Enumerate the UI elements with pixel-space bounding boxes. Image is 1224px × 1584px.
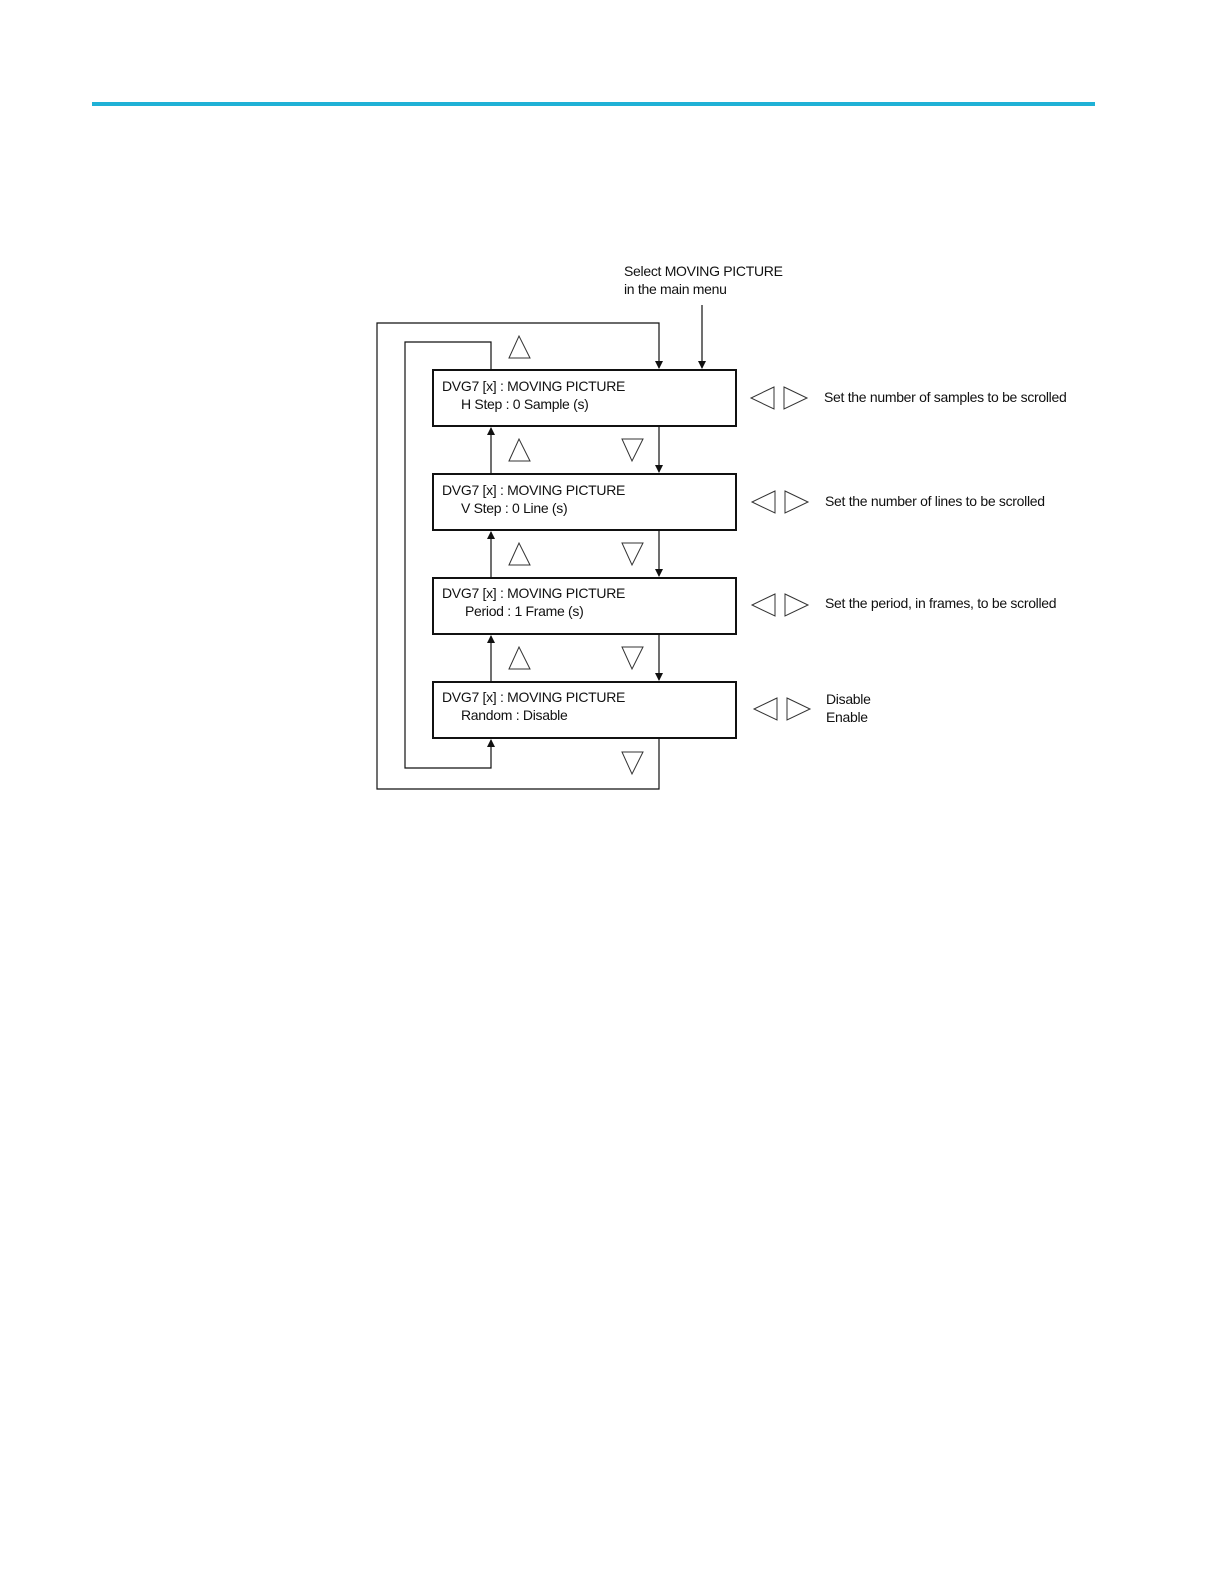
right-button-icon	[786, 697, 812, 721]
down-button-icon	[621, 438, 644, 463]
screen-title: DVG7 [x] : MOVING PICTURE	[442, 689, 626, 705]
left-button-icon	[752, 697, 778, 721]
left-button-icon	[750, 490, 776, 514]
screen-value: Period : 1 Frame (s)	[465, 603, 584, 619]
screen-box-v-step	[432, 473, 737, 531]
right-button-icon	[784, 490, 810, 514]
screen-box-random	[432, 681, 737, 739]
header-rule	[92, 102, 1095, 106]
entry-label-line2: in the main menu	[624, 281, 727, 297]
up-wrap-loop	[404, 341, 495, 769]
entry-label-line1: Select MOVING PICTURE	[624, 263, 783, 279]
up-button-icon	[508, 645, 531, 670]
screen-option: Disable	[826, 691, 871, 707]
screen-value: Random : Disable	[461, 707, 568, 723]
screen-description: Set the number of lines to be scrolled	[825, 493, 1045, 509]
screen-description: Set the number of samples to be scrolled	[824, 389, 1067, 405]
left-button-icon	[749, 386, 775, 410]
screen-title: DVG7 [x] : MOVING PICTURE	[442, 378, 626, 394]
left-button-icon	[750, 593, 776, 617]
down-button-icon	[621, 646, 644, 671]
right-button-icon	[784, 593, 810, 617]
down-button-icon	[621, 542, 644, 567]
up-button-icon	[508, 541, 531, 566]
screen-box-period	[432, 577, 737, 635]
right-button-icon	[783, 386, 809, 410]
down-wrap-loop	[376, 322, 663, 790]
screen-option: Enable	[826, 709, 868, 725]
screen-description: Set the period, in frames, to be scrolle…	[825, 595, 1057, 611]
up-button-icon	[508, 334, 531, 359]
up-button-icon	[508, 437, 531, 462]
down-button-icon	[621, 751, 644, 776]
screen-value: H Step : 0 Sample (s)	[461, 396, 589, 412]
screen-title: DVG7 [x] : MOVING PICTURE	[442, 585, 626, 601]
screen-value: V Step : 0 Line (s)	[461, 500, 568, 516]
screen-box-h-step	[432, 369, 737, 427]
screen-title: DVG7 [x] : MOVING PICTURE	[442, 482, 626, 498]
